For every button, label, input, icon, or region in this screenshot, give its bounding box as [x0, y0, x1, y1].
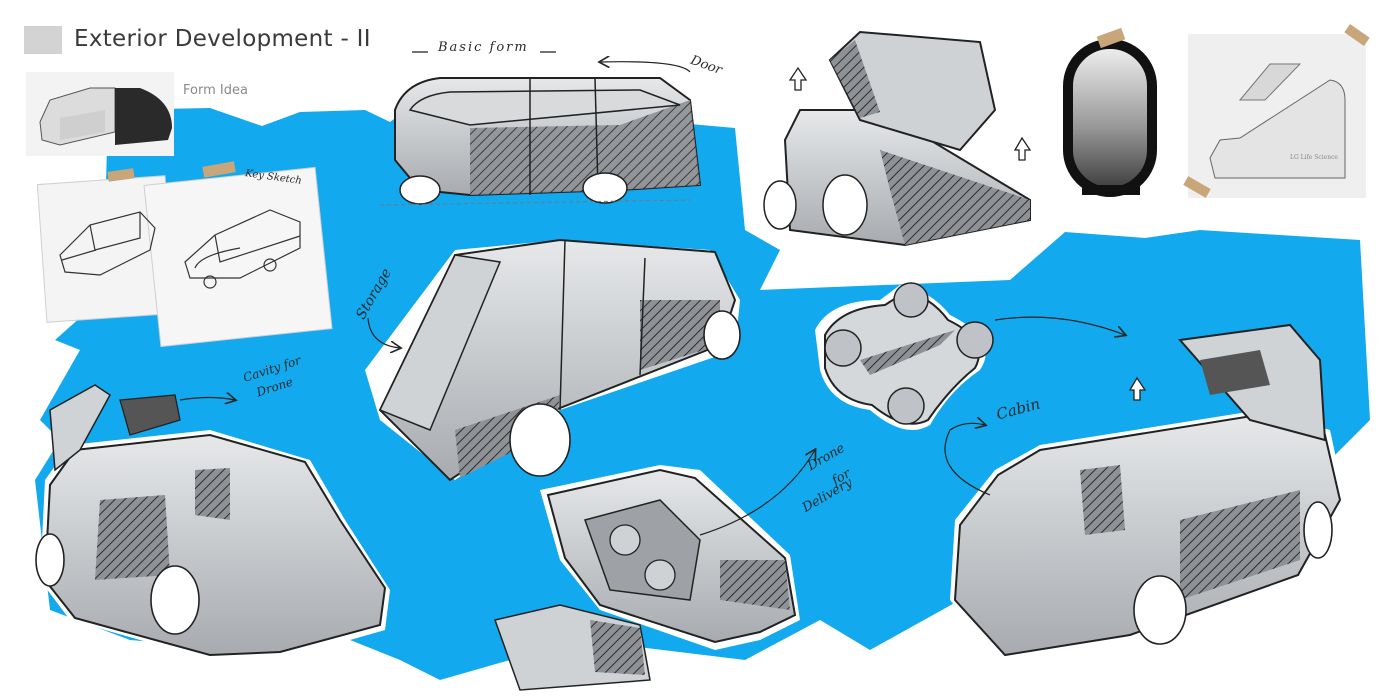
sketch-van-cabin: [950, 323, 1345, 660]
header-swatch: [24, 26, 62, 54]
oval-product-photo: [1063, 27, 1157, 197]
sketch-drone-bay: [494, 465, 800, 691]
sketch-van-basic-form: [379, 77, 702, 206]
reference-product-photo: [1183, 24, 1370, 198]
blue-backdrop: [35, 100, 1370, 680]
label-basic-form: Basic form: [438, 40, 529, 55]
form-idea-photo: [26, 72, 174, 156]
product-brand-mark: LG Life Science: [1290, 154, 1338, 161]
sketch-van-lifted-roof: [763, 30, 1032, 247]
sketch-van-storage: [365, 238, 741, 482]
form-idea-caption: Form Idea: [183, 83, 248, 98]
page-title: Exterior Development - II: [74, 26, 371, 52]
sketch-van-cavity: [35, 384, 390, 660]
key-sketch-papers: [36, 161, 333, 348]
sketch-drone: [815, 282, 994, 430]
